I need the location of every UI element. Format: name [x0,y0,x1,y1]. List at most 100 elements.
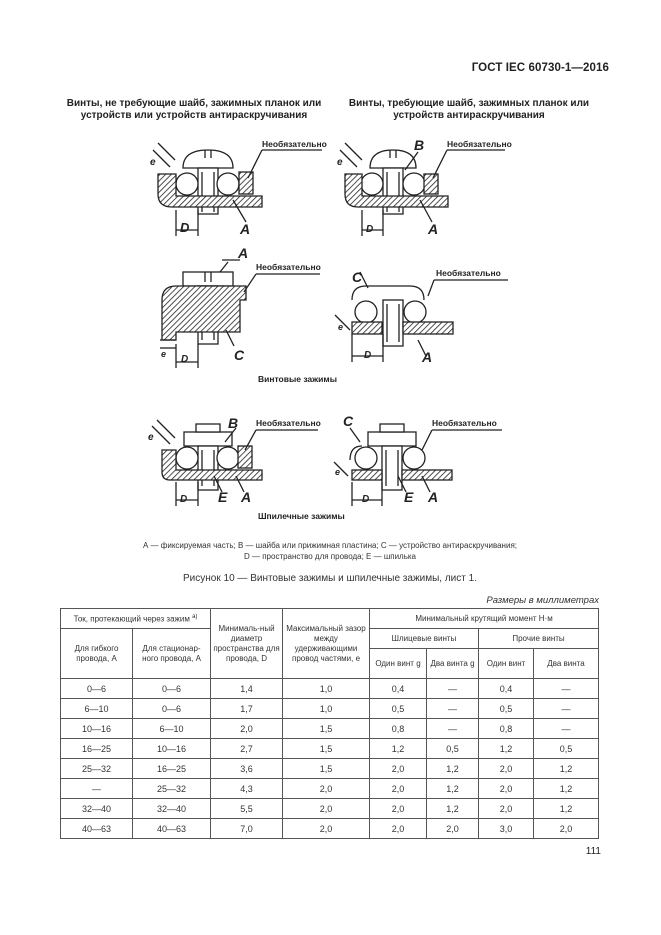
table-cell: 2,0 [369,758,427,779]
table-cell: 0,8 [478,718,534,739]
legend-line-1: А — фиксируемая часть; В — шайба или при… [142,541,517,550]
table-cell: 7,0 [210,818,283,839]
table-cell: 0,4 [478,678,534,699]
left-column-title: Винты, не требующие шайб, зажимных плано… [66,98,322,121]
table-cell: — [60,778,133,799]
units-note: Размеры в миллиметрах [486,595,599,606]
table-cell: 32—40 [132,798,211,819]
table-cell: 2,0 [478,758,534,779]
flexible-wire-header: Для гибкого провода, А [60,628,133,679]
table-cell: 1,4 [210,678,283,699]
optional-label-3: Необязательно [256,262,321,272]
figure-caption: Рисунок 10 — Винтовые зажимы и шпилечные… [183,573,477,584]
svg-text:A: A [237,245,248,261]
optional-label-2: Необязательно [447,139,512,149]
table-cell: 2,0 [369,798,427,819]
table-cell: — [532,698,600,719]
optional-label-6: Необязательно [432,418,497,428]
drawing-screw-terminal-2 [339,142,505,236]
table-cell: 2,0 [210,718,283,739]
table-cell: 1,2 [369,738,427,759]
svg-text:A: A [421,349,432,365]
table-cell: 6—10 [132,718,211,739]
terminals-drawing: D e A D e A B D e A C [148,137,508,506]
table-cell: 1,0 [282,698,370,719]
svg-text:e: e [150,157,156,168]
table-cell: 3,6 [210,758,283,779]
two-screws-header: Два винта [532,648,600,679]
table-cell: 2,0 [282,818,370,839]
svg-text:D: D [362,494,369,505]
one-screw-g-header: Один винт g [369,648,427,679]
table-cell: 0,5 [426,738,479,759]
optional-label-5: Необязательно [256,418,321,428]
two-screws-g-header: Два винта g [426,648,479,679]
table-cell: 0,5 [478,698,534,719]
slotted-screws-header: Шлицевые винты [369,628,479,649]
table-cell: 0,4 [369,678,427,699]
table-cell: 0—6 [132,698,211,719]
optional-label-4: Необязательно [436,268,501,278]
svg-text:A: A [427,221,438,237]
table-cell: 4,3 [210,778,283,799]
document-id: ГОСТ IEC 60730-1—2016 [471,62,609,74]
table-cell: 1,5 [282,738,370,759]
torque-table: Ток, протекающий через зажим a) Минималь… [60,608,600,839]
svg-text:A: A [239,221,250,237]
right-column-title: Винты, требующие шайб, зажимных планок и… [348,98,590,121]
table-cell: 3,0 [478,818,534,839]
table-cell: 6—10 [60,698,133,719]
svg-text:e: e [337,157,343,168]
label-D: D [180,220,190,235]
table-cell: 2,0 [369,778,427,799]
min-torque-header: Минимальный крутящий момент Н·м [368,608,600,629]
table-cell: — [532,718,600,739]
table-cell: 16—25 [132,758,211,779]
optional-label-1: Необязательно [262,139,327,149]
table-cell: 1,5 [282,718,370,739]
table-cell: 40—63 [60,818,133,839]
table-cell: 0—6 [60,678,133,699]
table-cell: 2,0 [532,818,600,839]
table-cell: 0—6 [132,678,211,699]
table-cell: 1,2 [532,798,600,819]
table-cell: 0,5 [369,698,427,719]
drawing-stud-terminal-2 [333,423,502,506]
screw-terminals-caption: Винтовые зажимы [258,374,337,384]
table-cell: 2,0 [478,778,534,799]
table-cell: 1,2 [532,778,600,799]
table-cell: 25—32 [60,758,133,779]
table-cell: 1,2 [426,758,479,779]
svg-text:B: B [228,415,238,431]
table-cell: 1,0 [282,678,370,699]
table-cell: 0,5 [532,738,600,759]
svg-text:C: C [343,413,354,429]
table-cell: — [426,678,479,699]
stud-terminals-caption: Шпилечные зажимы [258,511,345,521]
table-cell: 1,2 [532,758,600,779]
svg-text:E: E [218,489,228,505]
table-cell: 10—16 [132,738,211,759]
table-cell: 1,2 [426,798,479,819]
table-cell: — [532,678,600,699]
svg-text:e: e [338,322,343,332]
table-cell: 2,0 [478,798,534,819]
table-cell: 32—40 [60,798,133,819]
svg-text:e: e [161,349,166,359]
svg-text:A: A [427,489,438,505]
svg-text:E: E [404,489,414,505]
table-cell: 16—25 [60,738,133,759]
table-cell: 2,0 [426,818,479,839]
one-screw-header: Один винт [478,648,534,679]
table-cell: 0,8 [369,718,427,739]
table-cell: 1,5 [282,758,370,779]
drawing-screw-terminal-3 [160,259,320,368]
table-cell: 1,2 [426,778,479,799]
drawing-screw-terminal-4 [334,271,508,362]
